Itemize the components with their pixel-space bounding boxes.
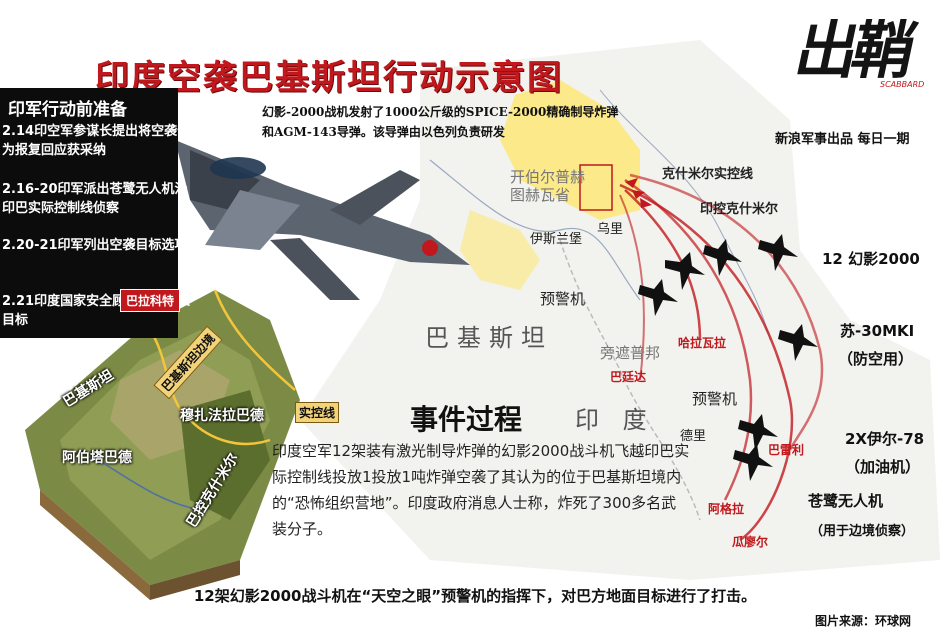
flight-path-gwalior	[619, 183, 794, 542]
map-label-bareilly: 巴雷利	[768, 443, 805, 457]
preparation-item: 2.14印空军参谋长提出将空袭作为报复回应获采纳	[2, 124, 191, 158]
map-label-awacs-1: 预警机	[540, 290, 586, 308]
legend-su30: 苏-30MKI	[840, 322, 915, 340]
balakot-tag: 巴拉科特	[120, 289, 181, 312]
legend-heron-role: （用于边境侦察）	[810, 524, 915, 539]
terrain-3d-block	[25, 289, 300, 600]
legend-il78: 2X伊尔-78	[845, 430, 925, 448]
publisher-line: 新浪军事出品 每日一期	[775, 132, 910, 147]
map-label-islamabad: 伊斯兰堡	[530, 232, 583, 247]
map-label-uri: 乌里	[597, 222, 624, 237]
preparation-heading: 印军行动前准备	[8, 100, 127, 120]
map-label-gwalior: 瓜廖尔	[732, 535, 769, 549]
preparation-item: 2.20-21印军列出空袭目标选项	[2, 238, 188, 253]
map-label-pakistan: 巴基斯坦	[425, 324, 553, 352]
mirage-2000-jet-image	[175, 140, 470, 300]
flight-path-agra	[624, 178, 753, 501]
target-marker	[579, 164, 613, 211]
map-label-punjab: 旁遮普邦	[600, 344, 661, 362]
map-label-loc: 克什米尔实控线	[662, 167, 754, 182]
legend-mirage: 12 幻影2000	[822, 250, 920, 268]
legend-su30-role: （防空用）	[838, 350, 914, 368]
map-label-agra: 阿格拉	[708, 502, 745, 516]
event-heading: 事件过程	[410, 403, 523, 436]
map-label-bathinda: 巴廷达	[610, 370, 647, 384]
terrain-label-muzaffarabad: 穆扎法拉巴德	[180, 408, 264, 424]
map-label-india: 印 度	[575, 406, 655, 434]
terrain-label-loc: 实控线	[295, 402, 340, 423]
flight-path-bareilly	[629, 173, 824, 451]
flight-path-bathinda	[619, 194, 645, 381]
caption: 12架幻影2000战斗机在“天空之眼”预警机的指挥下，对巴方地面目标进行了打击。	[193, 587, 757, 605]
map-label-delhi: 德里	[680, 429, 707, 444]
map-label-halwara: 哈拉瓦拉	[678, 336, 727, 350]
event-body: 印度空军12架装有激光制导炸弹的幻影2000战斗机飞越印巴实际控制线投放1投放1…	[272, 442, 690, 538]
map-label-awacs-2: 预警机	[692, 390, 738, 408]
logo-wordmark: 出鞘	[789, 14, 917, 87]
image-source: 图片来源：环球网	[815, 614, 912, 628]
fighter-icons	[638, 234, 818, 481]
map-label-indian-kashmir: 印控克什米尔	[700, 202, 779, 217]
map-label-kpk: 开伯尔普赫图赫瓦省	[510, 168, 586, 204]
legend-heron: 苍鹭无人机	[808, 492, 884, 510]
legend-il78-role: （加油机）	[845, 458, 921, 476]
terrain-label-abbottabad: 阿伯塔巴德	[62, 450, 132, 466]
weapon-note: 幻影-2000战机发射了1000公斤级的SPICE-2000精确制导炸弹和AGM…	[262, 105, 619, 139]
preparation-item: 2.16-20印军派出苍鹭无人机沿印巴实际控制线侦察	[2, 182, 188, 216]
logo-subtitle: SCABBARD	[880, 80, 925, 89]
